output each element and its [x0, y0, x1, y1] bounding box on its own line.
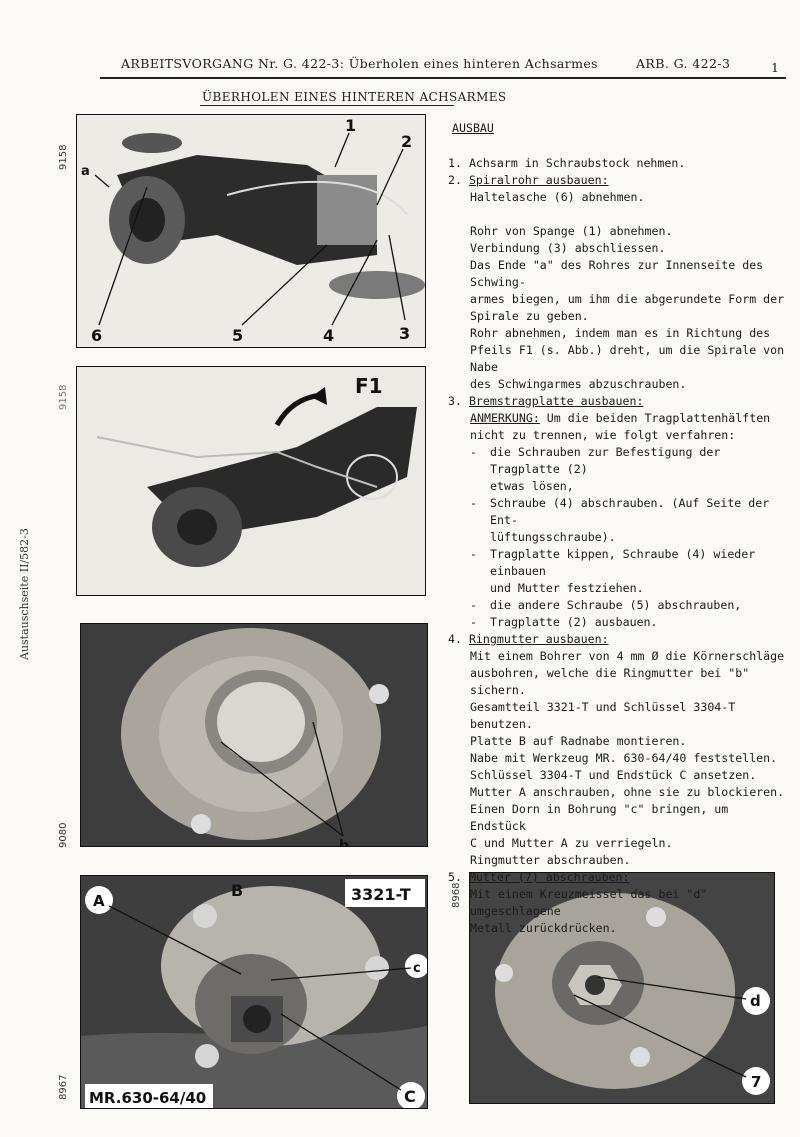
dash-item-text: Tragplatte kippen, Schraube (4) wieder e…	[490, 547, 756, 578]
step-2-line: Rohr von Spange (1) abnehmen.	[470, 224, 673, 238]
step-3-note: ANMERKUNG: Um die beiden Tragplattenhälf…	[448, 410, 788, 444]
step-2-body: Haltelasche (6) abnehmen. Rohr von Spang…	[448, 189, 788, 393]
step-4-line: Mit einem Bohrer von 4 mm Ø die Körnersc…	[470, 649, 785, 663]
dash-bullet: -	[470, 547, 477, 561]
callout-1: 1	[345, 116, 356, 135]
step-3-title: Bremstragplatte ausbauen:	[468, 394, 644, 408]
section-title-rule	[200, 105, 454, 106]
step-3-list: - die Schrauben zur Befestigung der Trag…	[448, 444, 788, 631]
callout-MR: MR.630-64/40	[89, 1089, 206, 1107]
step-4-line: Gesamtteil 3321-T und Schlüssel 3304-T b…	[470, 700, 736, 731]
callout-d: d	[750, 992, 761, 1010]
photo-ring-nut: b	[80, 623, 428, 847]
dash-bullet: -	[470, 445, 477, 459]
callout-B: B	[231, 881, 243, 900]
step-2-line: des Schwingarmes abzuschrauben.	[470, 377, 687, 391]
callout-3321T: 3321-T	[351, 885, 411, 904]
step-4-line: Einen Dorn in Bohrung "c" bringen, um En…	[470, 802, 729, 833]
step-4-number: 4.	[448, 632, 462, 646]
callout-3: 3	[399, 324, 410, 343]
callout-4: 4	[323, 326, 334, 345]
step-4-line: Schlüssel 3304-T und Endstück C ansetzen…	[470, 768, 757, 782]
callout-5: 5	[232, 326, 243, 345]
step-3: 3. Bremstragplatte ausbauen:	[448, 393, 788, 410]
step-4-line: Mutter A anschrauben, ohne sie zu blocki…	[470, 785, 785, 799]
callout-b: b	[339, 838, 349, 846]
photo-rear-arm-assembly: 1 2 3 4 5 6 a	[76, 114, 426, 348]
dash-bullet: -	[470, 598, 477, 612]
callout-A: A	[93, 892, 105, 910]
step-1: 1. Achsarm in Schraubstock nehmen.	[448, 156, 686, 170]
photo-spiral-tube-removal: F1	[76, 366, 426, 596]
step-4-body: Mit einem Bohrer von 4 mm Ø die Körnersc…	[448, 648, 788, 869]
callout-c: c	[413, 961, 421, 976]
dash-item-text: die andere Schraube (5) abschrauben,	[490, 598, 742, 612]
photo2-number: 9158	[58, 384, 69, 410]
step-5-line: Metall zurückdrücken.	[470, 921, 617, 935]
heading-ausbau: AUSBAU	[448, 120, 788, 137]
step-4-line: Nabe mit Werkzeug MR. 630-64/40 feststel…	[470, 751, 778, 765]
step-2-line: Spirale zu geben.	[470, 309, 589, 323]
step-4-line: Ringmutter abschrauben.	[470, 853, 631, 867]
dash-item: - die Schrauben zur Befestigung der Trag…	[448, 444, 788, 495]
dash-item-text: Schraube (4) abschrauben. (Auf Seite der…	[490, 496, 770, 527]
step-2-title: Spiralrohr ausbauen:	[468, 173, 609, 187]
step-4-line: ausbohren, welche die Ringmutter bei "b"…	[470, 666, 750, 697]
step-4-line: Platte B auf Radnabe montieren.	[470, 734, 687, 748]
dash-item: - die andere Schraube (5) abschrauben,	[448, 597, 788, 614]
photo-tool-3321T: A B 3321-T c C MR.630-64/40	[80, 875, 428, 1109]
note-text: nicht zu trennen, wie folgt verfahren:	[470, 428, 736, 442]
dash-item: - Schraube (4) abschrauben. (Auf Seite d…	[448, 495, 788, 546]
step-2-line: Pfeils F1 (s. Abb.) dreht, um die Spiral…	[470, 343, 785, 374]
callout-a: a	[81, 164, 90, 179]
photo1-number: 9158	[58, 144, 69, 170]
callout-7: 7	[751, 1073, 761, 1091]
side-label: Austauschseite II/582-3	[18, 528, 31, 660]
step-5-title: Mutter (7) abschrauben:	[468, 870, 630, 884]
callout-6: 6	[91, 326, 102, 345]
step-4-title: Ringmutter ausbauen:	[468, 632, 609, 646]
instructions: AUSBAU 1. Achsarm in Schraubstock nehmen…	[448, 120, 788, 937]
dash-item: - Tragplatte kippen, Schraube (4) wieder…	[448, 546, 788, 597]
dash-item: - Tragplatte (2) ausbauen.	[448, 614, 788, 631]
step-2-line: Verbindung (3) abschliessen.	[470, 241, 666, 255]
photo-nut-7: d 7	[469, 872, 775, 1104]
dash-bullet: -	[470, 615, 477, 629]
page-number: 1	[771, 60, 780, 75]
step-5-line: Mit einem Kreuzmeissel das bei "d" umges…	[470, 887, 708, 918]
dash-item-text: etwas lösen,	[490, 479, 574, 493]
dash-item-text: lüftungsschraube).	[490, 530, 616, 544]
step-2: 2. Spiralrohr ausbauen:	[448, 172, 788, 189]
callout-C: C	[404, 1087, 416, 1106]
step-5-body: Mit einem Kreuzmeissel das bei "d" umges…	[448, 886, 788, 937]
step-5-number: 5.	[448, 870, 462, 884]
dash-item-text: die Schrauben zur Befestigung der Tragpl…	[490, 445, 721, 476]
step-3-number: 3.	[448, 394, 462, 408]
step-4: 4. Ringmutter ausbauen:	[448, 631, 788, 648]
step-4-line: C und Mutter A zu verriegeln.	[470, 836, 673, 850]
step-2-line	[470, 206, 788, 223]
callout-2: 2	[401, 132, 412, 151]
header-rule	[100, 77, 786, 79]
step-2-line: armes biegen, um ihm die abgerundete For…	[470, 292, 785, 306]
heading-ausbau-text: AUSBAU	[452, 121, 494, 135]
callout-F1: F1	[355, 374, 383, 398]
section-title: ÜBERHOLEN EINES HINTEREN ACHSARMES	[202, 90, 507, 104]
note-label: ANMERKUNG:	[470, 411, 540, 425]
photo4-number: 8967	[58, 1074, 69, 1100]
step-2-line: Rohr abnehmen, indem man es in Richtung …	[470, 326, 771, 340]
dash-bullet: -	[470, 496, 477, 510]
step-2-number: 2.	[448, 173, 462, 187]
header-ref: ARB. G. 422-3	[636, 56, 731, 71]
photo3-number: 9080	[58, 822, 69, 848]
dash-item-text: und Mutter festziehen.	[490, 581, 644, 595]
step-2-line: Das Ende "a" des Rohres zur Innenseite d…	[470, 258, 764, 289]
step-5: 5. Mutter (7) abschrauben:	[448, 869, 788, 886]
dash-item-text: Tragplatte (2) ausbauen.	[490, 615, 658, 629]
header-title: ARBEITSVORGANG Nr. G. 422-3: Überholen e…	[121, 56, 598, 71]
step-2-line: Haltelasche (6) abnehmen.	[470, 190, 645, 204]
note-text: Um die beiden Tragplattenhälften	[539, 411, 771, 425]
